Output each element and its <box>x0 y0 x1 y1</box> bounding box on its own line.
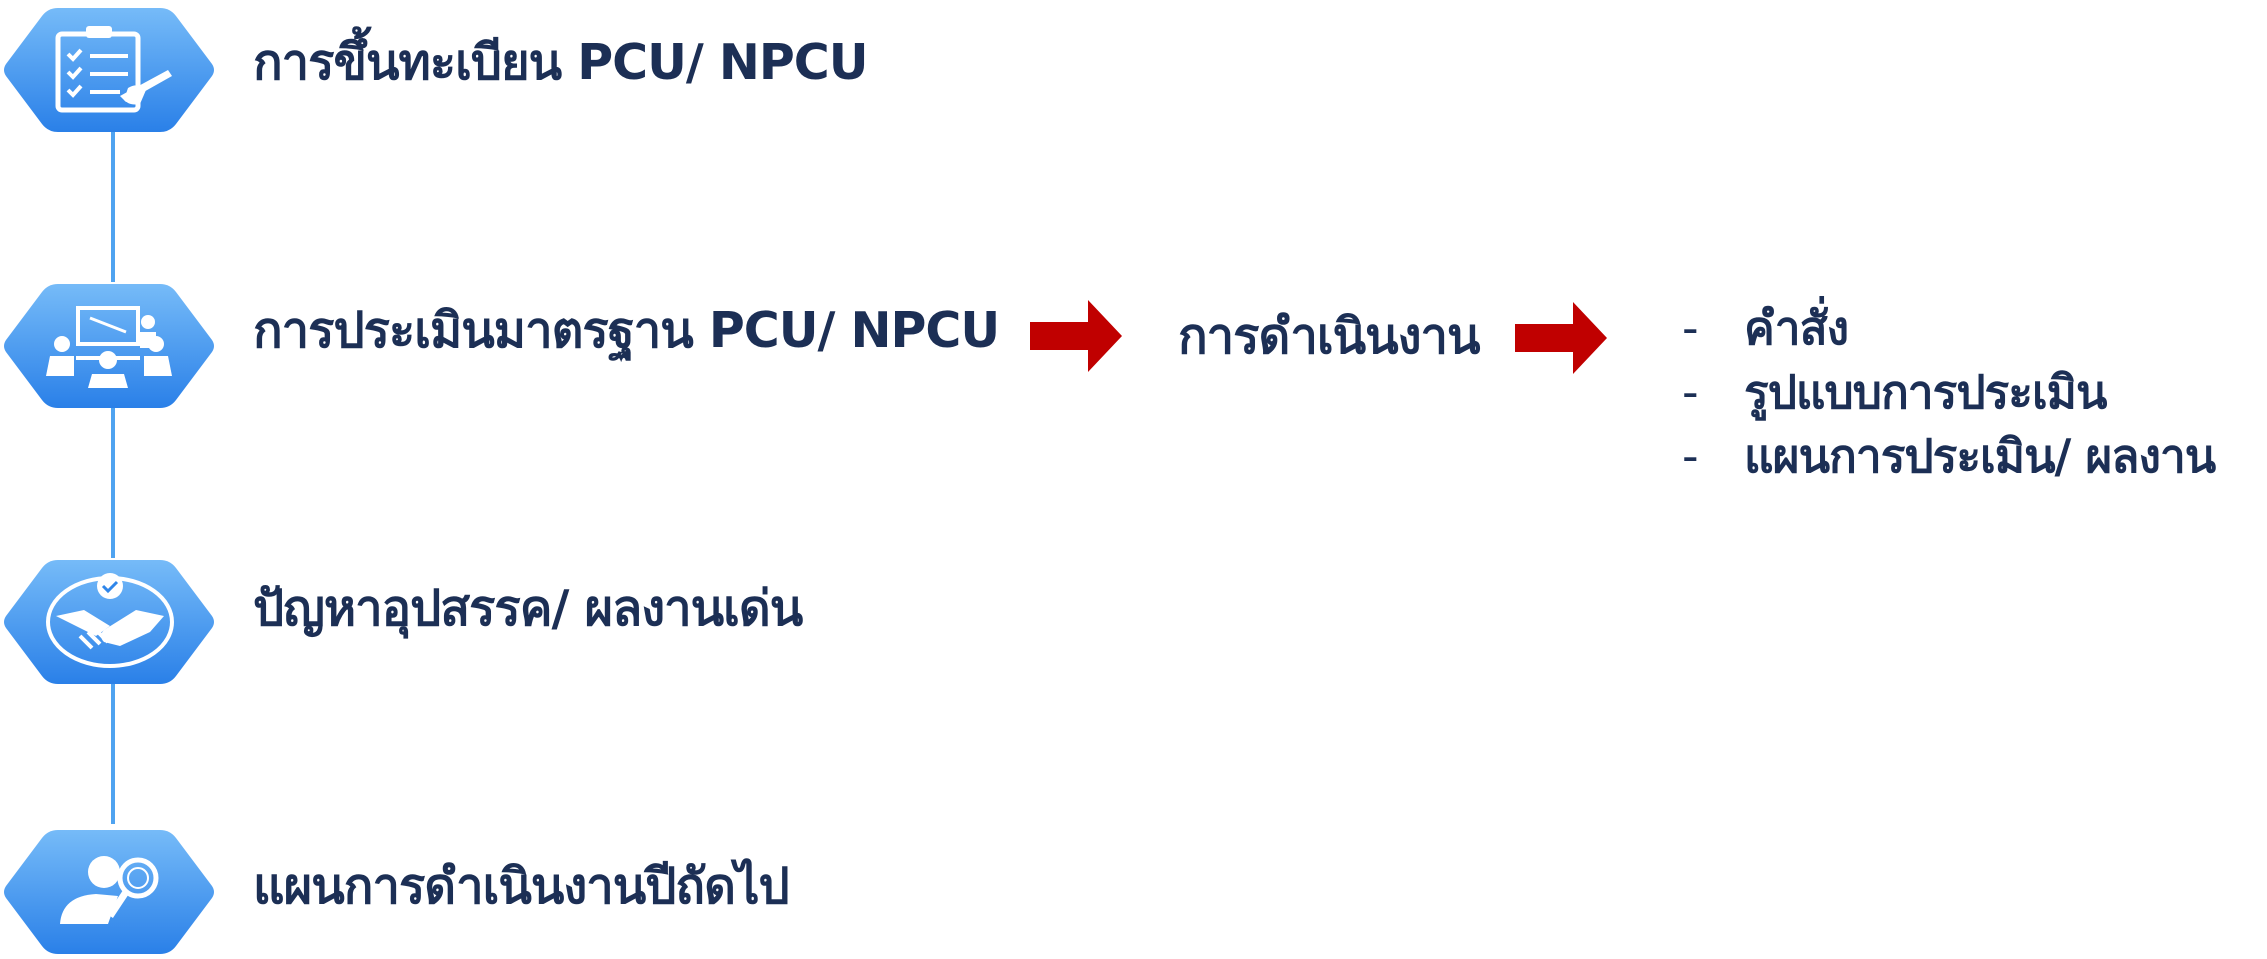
list-item-text: รูปแบบการประเมิน <box>1744 364 2107 419</box>
operation-label: การดำเนินงาน <box>1178 308 1481 365</box>
step-4-hexagon <box>0 826 218 958</box>
step-1-hexagon <box>0 4 218 136</box>
clipboard-checklist-icon <box>4 8 214 132</box>
list-item-text: แผนการประเมิน/ ผลงาน <box>1744 428 2216 483</box>
step-3-hexagon <box>0 556 218 688</box>
bullet-dash: - <box>1682 365 1699 419</box>
step-2-hexagon <box>0 280 218 412</box>
bullet-dash: - <box>1682 429 1699 483</box>
flow-arrow-icon <box>1515 302 1607 374</box>
list-item: - คำสั่ง <box>1682 296 2215 360</box>
step-4-label: แผนการดำเนินงานปีถัดไป <box>253 858 790 915</box>
timeline-connector <box>111 132 115 282</box>
step-1-label: การขึ้นทะเบียน PCU/ NPCU <box>253 34 869 91</box>
list-item-text: คำสั่ง <box>1744 300 1849 355</box>
timeline-connector <box>111 684 115 824</box>
flow-arrow-icon <box>1030 300 1122 372</box>
timeline-connector <box>111 408 115 558</box>
list-item: - แผนการประเมิน/ ผลงาน <box>1682 424 2216 488</box>
meeting-presentation-icon <box>4 284 214 408</box>
operation-details-list: - คำสั่ง - รูปแบบการประเมิน - แผนการประเ… <box>1682 296 2216 488</box>
person-search-icon <box>4 830 214 954</box>
handshake-icon <box>4 560 214 684</box>
step-3-label: ปัญหาอุปสรรค/ ผลงานเด่น <box>253 580 803 637</box>
step-2-label: การประเมินมาตรฐาน PCU/ NPCU <box>253 302 1000 359</box>
bullet-dash: - <box>1682 301 1699 355</box>
list-item: - รูปแบบการประเมิน <box>1682 360 2215 424</box>
